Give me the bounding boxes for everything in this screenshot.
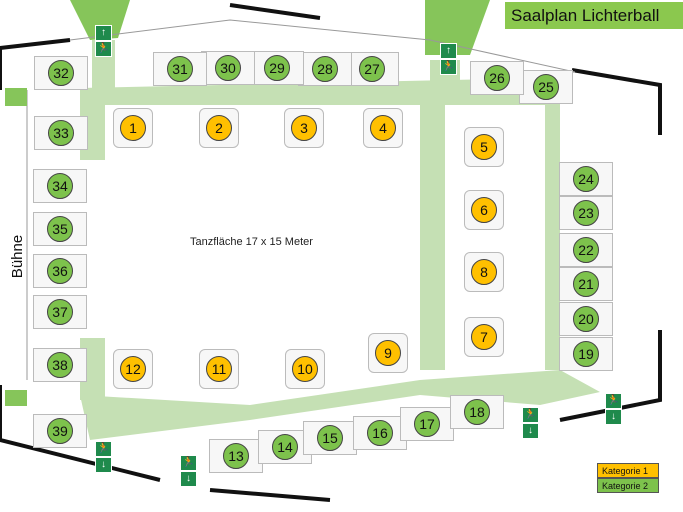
table-10[interactable]: 10 <box>292 356 318 382</box>
exit-arrow-up-icon: ↑ <box>95 25 112 41</box>
table-30[interactable]: 30 <box>215 55 241 81</box>
table-15[interactable]: 15 <box>317 425 343 451</box>
table-1[interactable]: 1 <box>120 115 146 141</box>
table-seating <box>464 252 504 292</box>
table-4[interactable]: 4 <box>370 115 396 141</box>
table-28[interactable]: 28 <box>312 56 338 82</box>
table-32[interactable]: 32 <box>48 60 74 86</box>
emergency-exit-icon: 🏃 <box>522 407 539 423</box>
walkways <box>80 40 600 440</box>
table-21[interactable]: 21 <box>573 271 599 297</box>
emergency-exit-icon: 🏃 <box>180 455 197 471</box>
table-19[interactable]: 19 <box>573 341 599 367</box>
table-39[interactable]: 39 <box>47 418 73 444</box>
table-8[interactable]: 8 <box>471 259 497 285</box>
table-37[interactable]: 37 <box>47 299 73 325</box>
table-33[interactable]: 33 <box>48 120 74 146</box>
dance-floor-label: Tanzfläche 17 x 15 Meter <box>190 236 313 248</box>
table-6[interactable]: 6 <box>471 197 497 223</box>
emergency-exit-icon: 🏃 <box>605 393 622 409</box>
table-23[interactable]: 23 <box>573 200 599 226</box>
table-9[interactable]: 9 <box>375 340 401 366</box>
table-14[interactable]: 14 <box>272 434 298 460</box>
table-26[interactable]: 26 <box>484 65 510 91</box>
table-24[interactable]: 24 <box>573 166 599 192</box>
table-25[interactable]: 25 <box>533 74 559 100</box>
table-22[interactable]: 22 <box>573 237 599 263</box>
table-20[interactable]: 20 <box>573 306 599 332</box>
table-seating <box>464 127 504 167</box>
table-35[interactable]: 35 <box>47 216 73 242</box>
exit-arrow-down-icon: ↓ <box>605 409 622 425</box>
table-7[interactable]: 7 <box>471 324 497 350</box>
table-5[interactable]: 5 <box>471 134 497 160</box>
emergency-exit-icon: 🏃 <box>440 59 457 75</box>
table-27[interactable]: 27 <box>359 56 385 82</box>
table-31[interactable]: 31 <box>167 56 193 82</box>
emergency-exit-icon: 🏃 <box>95 441 112 457</box>
table-36[interactable]: 36 <box>47 258 73 284</box>
table-17[interactable]: 17 <box>414 411 440 437</box>
table-2[interactable]: 2 <box>206 115 232 141</box>
table-11[interactable]: 11 <box>206 356 232 382</box>
exit-arrow-down-icon: ↓ <box>180 471 197 487</box>
legend-category-2: Kategorie 2 <box>597 478 659 493</box>
table-seating <box>464 190 504 230</box>
table-seating <box>113 349 153 389</box>
exit-arrow-up-icon: ↑ <box>440 43 457 59</box>
table-13[interactable]: 13 <box>223 443 249 469</box>
exit-arrow-down-icon: ↓ <box>95 457 112 473</box>
table-38[interactable]: 38 <box>47 352 73 378</box>
emergency-exit-icon: 🏃 <box>95 41 112 57</box>
stage-label: Bühne <box>9 234 27 279</box>
legend-category-1: Kategorie 1 <box>597 463 659 478</box>
plan-title: Saalplan Lichterball <box>505 2 683 29</box>
table-18[interactable]: 18 <box>464 399 490 425</box>
table-16[interactable]: 16 <box>367 420 393 446</box>
table-34[interactable]: 34 <box>47 173 73 199</box>
exit-arrow-down-icon: ↓ <box>522 423 539 439</box>
table-29[interactable]: 29 <box>264 55 290 81</box>
table-3[interactable]: 3 <box>291 115 317 141</box>
table-12[interactable]: 12 <box>120 356 146 382</box>
